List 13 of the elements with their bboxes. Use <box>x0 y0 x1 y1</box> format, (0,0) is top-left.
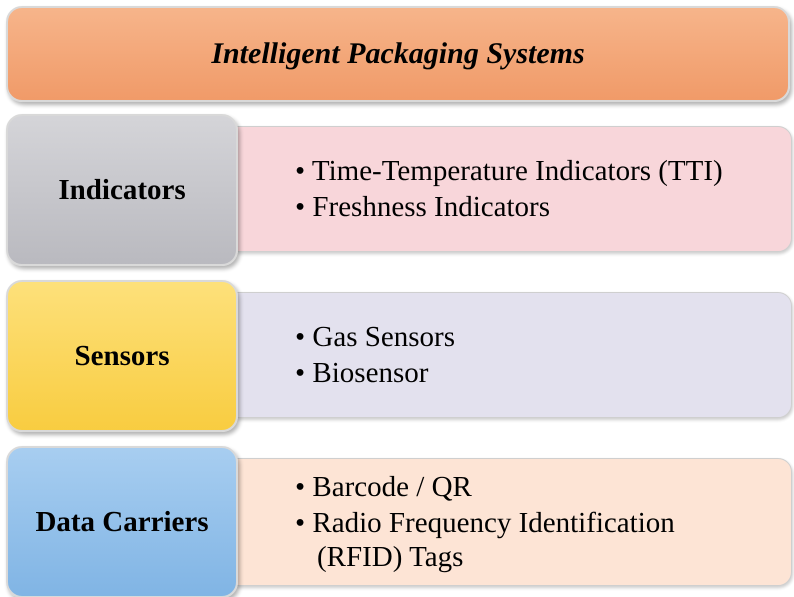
category-box: Data Carriers <box>6 446 238 597</box>
category-box: Sensors <box>6 280 238 432</box>
category-box: Indicators <box>6 114 238 266</box>
list-panel <box>236 292 792 418</box>
bullet-item: • Time-Temperature Indicators (TTI) <box>295 154 723 188</box>
bullet-item: • Freshness Indicators <box>295 190 551 224</box>
bullet-item: • Biosensor <box>295 356 430 390</box>
bullet-item: • Gas Sensors <box>295 320 455 354</box>
title-banner: Intelligent Packaging Systems <box>6 6 790 102</box>
list-panel <box>236 126 792 252</box>
bullet-item: • Radio Frequency Identification (RFID) Tags <box>295 506 676 574</box>
list-panel <box>236 458 792 586</box>
bullet-item: • Barcode / QR <box>295 470 473 504</box>
